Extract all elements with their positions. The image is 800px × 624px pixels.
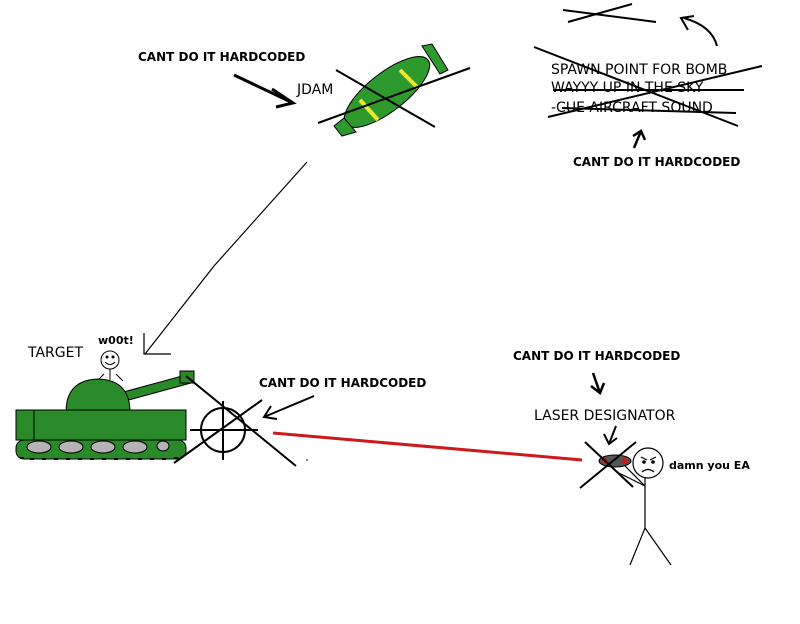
note-laser: CANT DO IT HARDCODED [513,349,680,363]
damn-you-ea-text: damn you EA [669,459,750,472]
laser-designator-label: LASER DESIGNATOR [534,408,676,424]
bomb-tail-fin [421,43,449,75]
laser-designator-device [579,441,637,489]
note-crosshair: CANT DO IT HARDCODED [259,376,426,390]
laser-beam [272,431,583,462]
spawn-cross-mark [533,46,763,127]
tank [15,370,195,460]
bomb-trajectory-arrow-icon [143,161,308,355]
crosshair-icon [190,401,258,460]
tank-wheel [26,440,52,454]
tank-turret [65,378,131,413]
curved-arrow-icon [679,15,718,47]
angry-stick-figure [616,447,672,566]
spawn-line-1: SPAWN POINT FOR BOMB [551,62,727,78]
spawn-line-2: WAYYY UP IN THE SKY [551,80,704,96]
bomb-nose-fin [333,117,357,137]
tank-hull [15,409,187,441]
note-jdam: CANT DO IT HARDCODED [138,50,305,64]
tank-wheel [58,440,84,454]
tank-track-treads [20,457,178,460]
tank-wheel [90,440,116,454]
laser-note-arrow-icon [590,372,606,396]
crosshair-cross-mark [173,375,297,467]
jdam-note-arrow-icon [233,73,297,109]
jdam-bomb [317,43,471,137]
woot-text: w00t! [98,334,134,347]
bomb-cross-line-2 [335,69,436,128]
top-cross-mark [562,3,657,23]
designator-arrow-icon [603,425,618,446]
spawn-note-arrow-icon [632,129,647,149]
target-label: TARGET [27,345,83,361]
bomb-stripe-2 [398,68,420,90]
stray-dot [306,459,308,461]
jdam-label: JDAM [296,82,333,98]
tank-wheel [122,440,148,454]
bomb-stripe-1 [358,98,380,122]
note-spawn: CANT DO IT HARDCODED [573,155,740,169]
tank-wheel [156,440,170,452]
crosshair-note-arrow-icon [262,395,315,420]
tank-commander-smiley [96,350,124,382]
bomb-cross-line-1 [317,67,471,124]
